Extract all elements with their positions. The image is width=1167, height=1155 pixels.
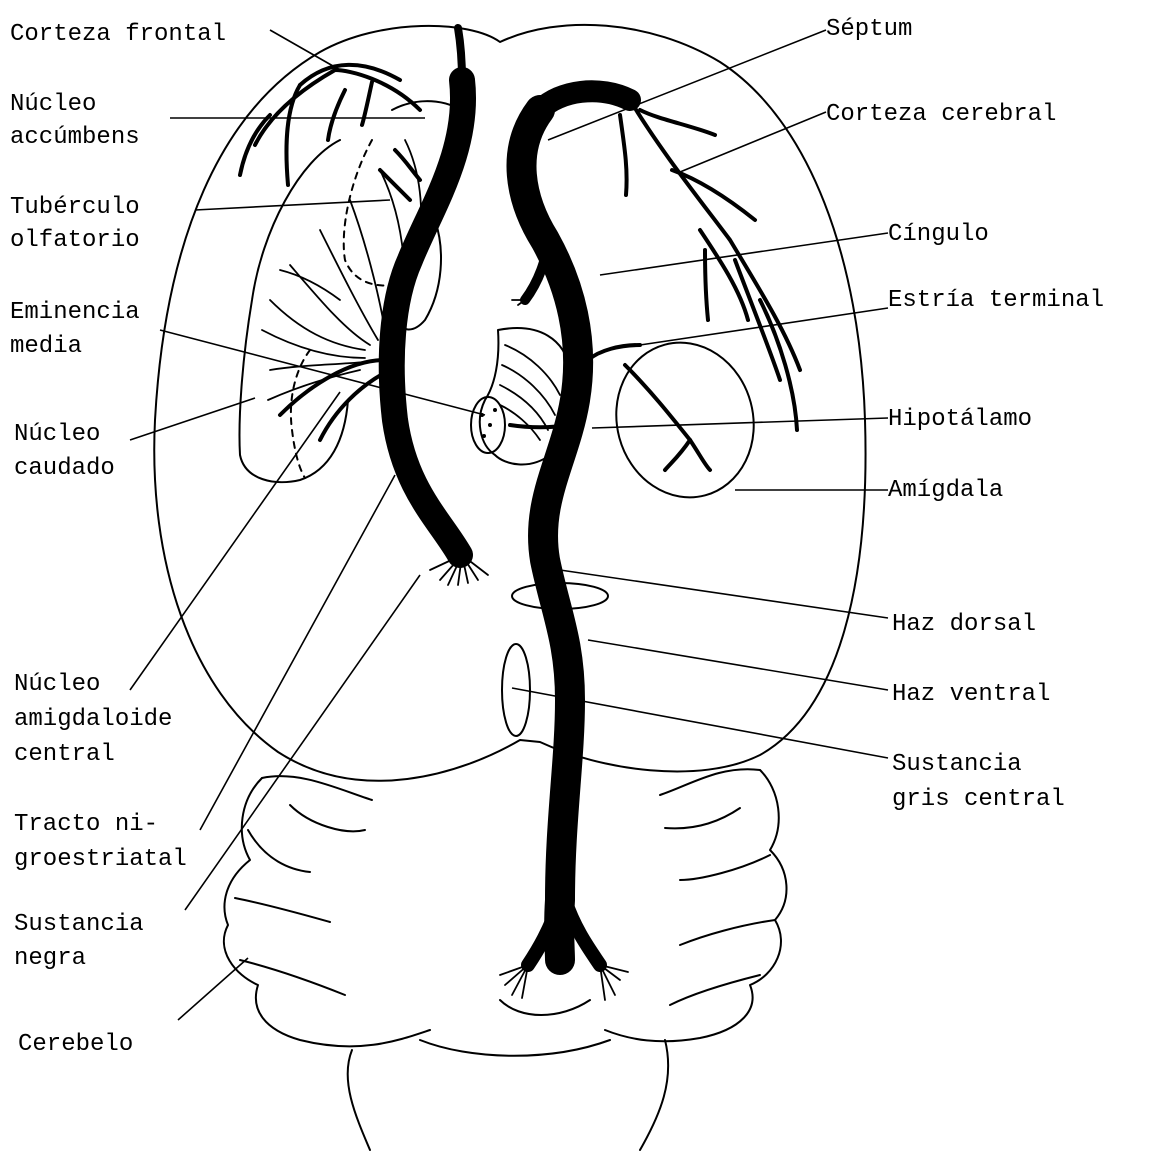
label-cingulo: Cíngulo <box>888 221 989 248</box>
label-hipotalamo: Hipotálamo <box>888 406 1032 433</box>
cerebellum <box>224 769 787 1046</box>
left-caudate-and-accumbens <box>240 101 471 482</box>
label-eminencia-media-1: Eminencia <box>10 299 140 326</box>
label-sustancia-gris-central-1: Sustancia <box>892 751 1022 778</box>
brush-left <box>430 555 488 585</box>
label-tracto-nigroestriatal-2: groestriatal <box>14 846 187 873</box>
label-nucleo-accumbens-1: Núcleo <box>10 91 96 118</box>
label-tuberculo-olfatorio-2: olfatorio <box>10 227 140 254</box>
dopamine-pathways <box>240 28 800 1000</box>
label-sustancia-negra-1: Sustancia <box>14 911 144 938</box>
label-tracto-nigroestriatal-1: Tracto ni- <box>14 811 158 838</box>
label-sustancia-gris-central-2: gris central <box>892 786 1065 813</box>
label-nucleo-caudado-1: Núcleo <box>14 421 100 448</box>
label-tuberculo-olfatorio-1: Tubérculo <box>10 194 140 221</box>
right-amygdala-hypothalamus <box>471 327 771 736</box>
label-sustancia-negra-2: negra <box>14 945 86 972</box>
label-nucleo-accumbens-2: accúmbens <box>10 124 140 151</box>
label-nucleo-caudado-2: caudado <box>14 455 115 482</box>
label-estria-terminal: Estría terminal <box>888 287 1104 314</box>
label-eminencia-media-2: media <box>10 333 82 360</box>
label-amigdala: Amígdala <box>888 477 1003 504</box>
label-nucleo-amigdaloide-1: Núcleo <box>14 671 100 698</box>
label-corteza-cerebral: Corteza cerebral <box>826 101 1056 128</box>
label-cerebelo: Cerebelo <box>18 1031 133 1058</box>
label-haz-ventral: Haz ventral <box>892 681 1050 708</box>
label-corteza-frontal: Corteza frontal <box>10 21 226 48</box>
label-nucleo-amigdaloide-3: central <box>14 741 115 768</box>
label-nucleo-amigdaloide-2: amigdaloide <box>14 706 172 733</box>
label-septum: Séptum <box>826 16 912 43</box>
label-haz-dorsal: Haz dorsal <box>892 611 1036 638</box>
